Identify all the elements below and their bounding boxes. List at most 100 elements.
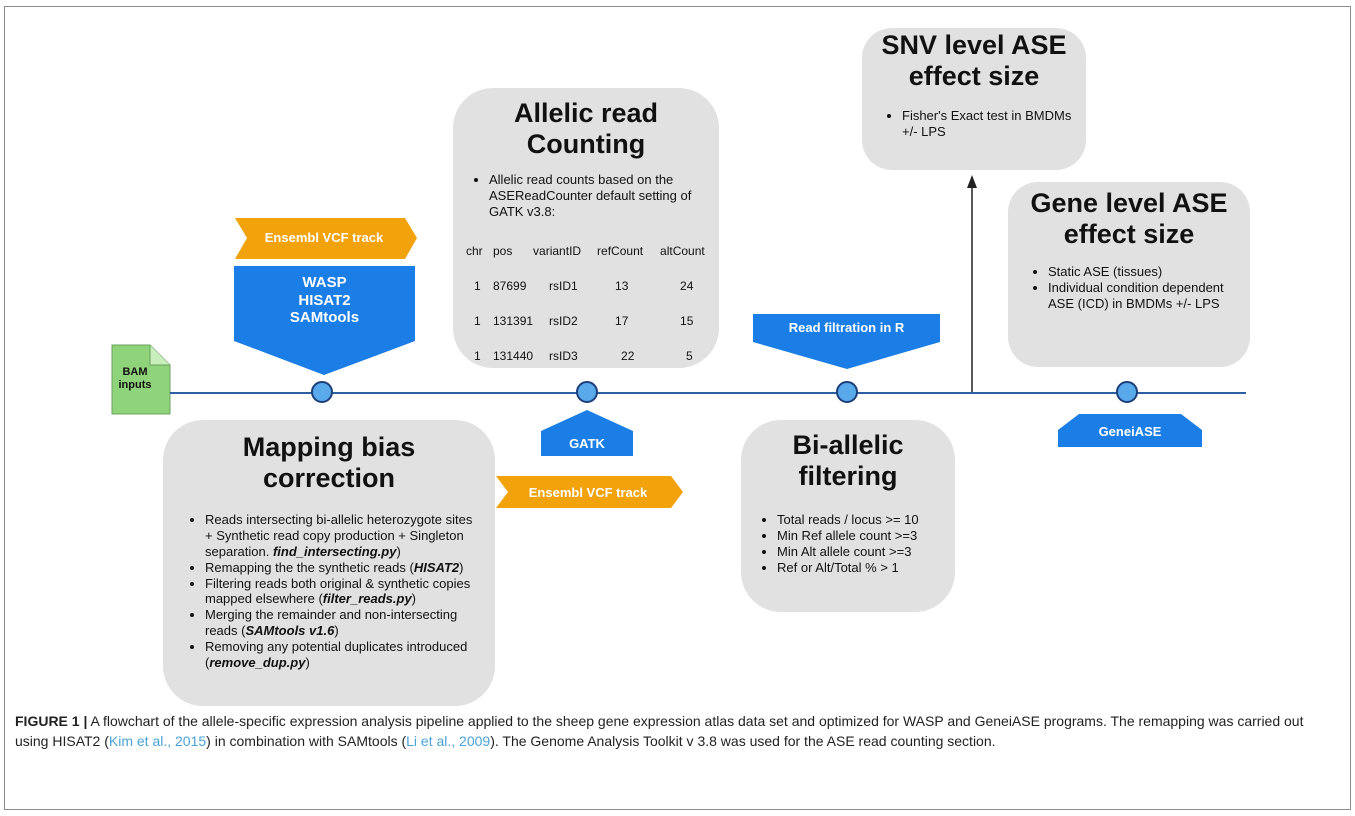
biallelic-bullet: Min Alt allele count >=3 <box>777 544 955 560</box>
table-header: variantID <box>533 243 582 258</box>
allelic-title-line2: Counting <box>526 129 646 160</box>
wasp-label: WASP HISAT2 SAMtools <box>234 274 415 327</box>
table-cell: 87699 <box>493 278 527 293</box>
mapping-bullet-end: ) <box>411 591 417 607</box>
gene-level-box: Gene level ASE effect size Static ASE (t… <box>1008 182 1250 367</box>
snv-branch-arrow <box>967 175 1000 394</box>
mapping-bullet-text: Removing any potential duplicates introd… <box>205 638 468 670</box>
table-cell: 17 <box>615 313 629 328</box>
gene-title-line2: effect size <box>1063 219 1195 250</box>
gene-title: Gene level ASE effect size <box>1008 188 1250 250</box>
wasp-line1: WASP <box>302 274 347 291</box>
wasp-line2: HISAT2 <box>298 291 351 309</box>
biallelic-title-line1: Bi-allelic <box>792 430 904 460</box>
table-row: 1 131391 rsID2 17 15 <box>466 303 710 338</box>
table-cell: 131391 <box>493 313 534 328</box>
geneiase-label: GeneiASE <box>1098 424 1162 439</box>
table-cell: 15 <box>680 313 694 328</box>
biallelic-bullet: Total reads / locus >= 10 <box>777 512 955 528</box>
mapping-title-line2: correction <box>262 463 396 494</box>
gene-bullet: Static ASE (tissues) <box>1048 264 1232 280</box>
timeline-node-biallelic <box>836 381 858 403</box>
wasp-shape <box>234 266 415 375</box>
mapping-title-line1: Mapping bias <box>242 432 416 462</box>
mapping-bullet-code: remove_dup.py <box>209 654 306 670</box>
snv-bullets: Fisher's Exact test in BMDMs +/- LPS <box>862 108 1086 140</box>
table-header: altCount <box>660 243 705 258</box>
gene-bullets: Static ASE (tissues) Individual conditio… <box>1008 264 1250 312</box>
snv-title-line1: SNV level ASE <box>881 30 1067 60</box>
allelic-title: Allelic read Counting <box>453 98 719 160</box>
biallelic-bullet: Ref or Alt/Total % > 1 <box>777 560 955 576</box>
biallelic-title: Bi-allelic filtering <box>741 430 955 492</box>
table-row: 1 87699 rsID1 13 24 <box>466 268 710 303</box>
caption-ref-li[interactable]: Li et al., 2009 <box>406 733 491 750</box>
mapping-bullet-end: ) <box>334 623 339 639</box>
caption-text-2: ) in combination with SAMtools ( <box>206 733 407 750</box>
table-cell: 1 <box>474 278 481 293</box>
allelic-bullet: Allelic read counts based on the ASERead… <box>489 172 703 220</box>
mapping-bullets: Reads intersecting bi-allelic heterozygo… <box>163 512 495 671</box>
allelic-counting-box: Allelic read Counting Allelic read count… <box>453 88 719 368</box>
caption-ref-kim[interactable]: Kim et al., 2015 <box>108 733 207 750</box>
timeline-node-mapping <box>311 381 333 403</box>
bam-document-icon <box>111 344 171 415</box>
figure-frame <box>4 6 1351 810</box>
snv-level-box: SNV level ASE effect size Fisher's Exact… <box>862 28 1086 170</box>
mapping-bullet-end: ) <box>396 543 401 559</box>
mapping-bullet-code: find_intersecting.py <box>272 543 397 559</box>
table-cell: rsID2 <box>549 313 578 328</box>
mapping-bullet: Removing any potential duplicates introd… <box>205 639 475 671</box>
mapping-bullet-code: SAMtools v1.6 <box>245 623 335 639</box>
bam-label-line2: inputs <box>118 379 152 392</box>
biallelic-title-line2: filtering <box>798 461 898 492</box>
timeline-node-allelic <box>576 381 598 403</box>
ensembl-bottom-label: Ensembl VCF track <box>528 485 648 500</box>
read-filtration-label: Read filtration in R <box>788 320 905 335</box>
mapping-bias-box: Mapping bias correction Reads intersecti… <box>163 420 495 706</box>
figure-caption: FIGURE 1 | A flowchart of the allele-spe… <box>15 711 1335 752</box>
table-row: 1 131440 rsID3 22 5 <box>466 338 710 373</box>
snv-title-line2: effect size <box>908 61 1040 92</box>
table-cell: 22 <box>621 348 635 363</box>
caption-text-3: ). The Genome Analysis Toolkit v 3.8 was… <box>490 733 996 750</box>
biallelic-bullets: Total reads / locus >= 10 Min Ref allele… <box>741 512 955 575</box>
allelic-title-line1: Allelic read <box>513 98 659 128</box>
ensembl-bottom-shape <box>496 476 683 508</box>
timeline <box>170 392 1246 394</box>
gene-title-line1: Gene level ASE <box>1030 188 1228 218</box>
mapping-bullet-text: Reads intersecting bi-allelic heterozygo… <box>205 512 473 559</box>
table-cell: 1 <box>474 313 481 328</box>
table-header: refCount <box>597 243 644 258</box>
biallelic-box: Bi-allelic filtering Total reads / locus… <box>741 420 955 612</box>
ensembl-top-label: Ensembl VCF track <box>264 230 384 245</box>
gatk-label: GATK <box>569 436 605 451</box>
mapping-bullet: Reads intersecting bi-allelic heterozygo… <box>205 512 475 560</box>
table-cell: rsID1 <box>549 278 578 293</box>
wasp-line3: SAMtools <box>289 309 360 327</box>
mapping-bullet-code: HISAT2 <box>413 559 460 575</box>
table-header-row: chr pos variantID refCount altCount <box>466 233 710 268</box>
gatk-shape <box>541 410 633 456</box>
mapping-bullet-text: Filtering reads both original & syntheti… <box>205 575 471 607</box>
allelic-counts-table: chr pos variantID refCount altCount 1 87… <box>466 233 710 373</box>
allelic-bullets: Allelic read counts based on the ASERead… <box>453 172 719 220</box>
caption-label: FIGURE 1 | <box>15 713 88 729</box>
mapping-bullet-text: Merging the remainder and non-intersecti… <box>205 607 458 639</box>
table-cell: rsID3 <box>549 348 578 363</box>
snv-bullet: Fisher's Exact test in BMDMs +/- LPS <box>902 108 1072 140</box>
table-cell: 5 <box>686 348 693 363</box>
mapping-bullet: Merging the remainder and non-intersecti… <box>205 607 475 639</box>
mapping-title: Mapping bias correction <box>163 432 495 494</box>
snv-title: SNV level ASE effect size <box>862 30 1086 92</box>
table-cell: 24 <box>680 278 694 293</box>
caption-text-1: A flowchart of the allele-specific expre… <box>15 713 1304 750</box>
ensembl-top-shape <box>235 218 417 259</box>
timeline-node-gene <box>1116 381 1138 403</box>
table-cell: 13 <box>615 278 629 293</box>
mapping-bullet-code: filter_reads.py <box>322 591 412 607</box>
mapping-bullet: Remapping the the synthetic reads (HISAT… <box>205 560 475 576</box>
table-header: pos <box>493 243 513 258</box>
read-filtration-shape <box>753 314 940 369</box>
